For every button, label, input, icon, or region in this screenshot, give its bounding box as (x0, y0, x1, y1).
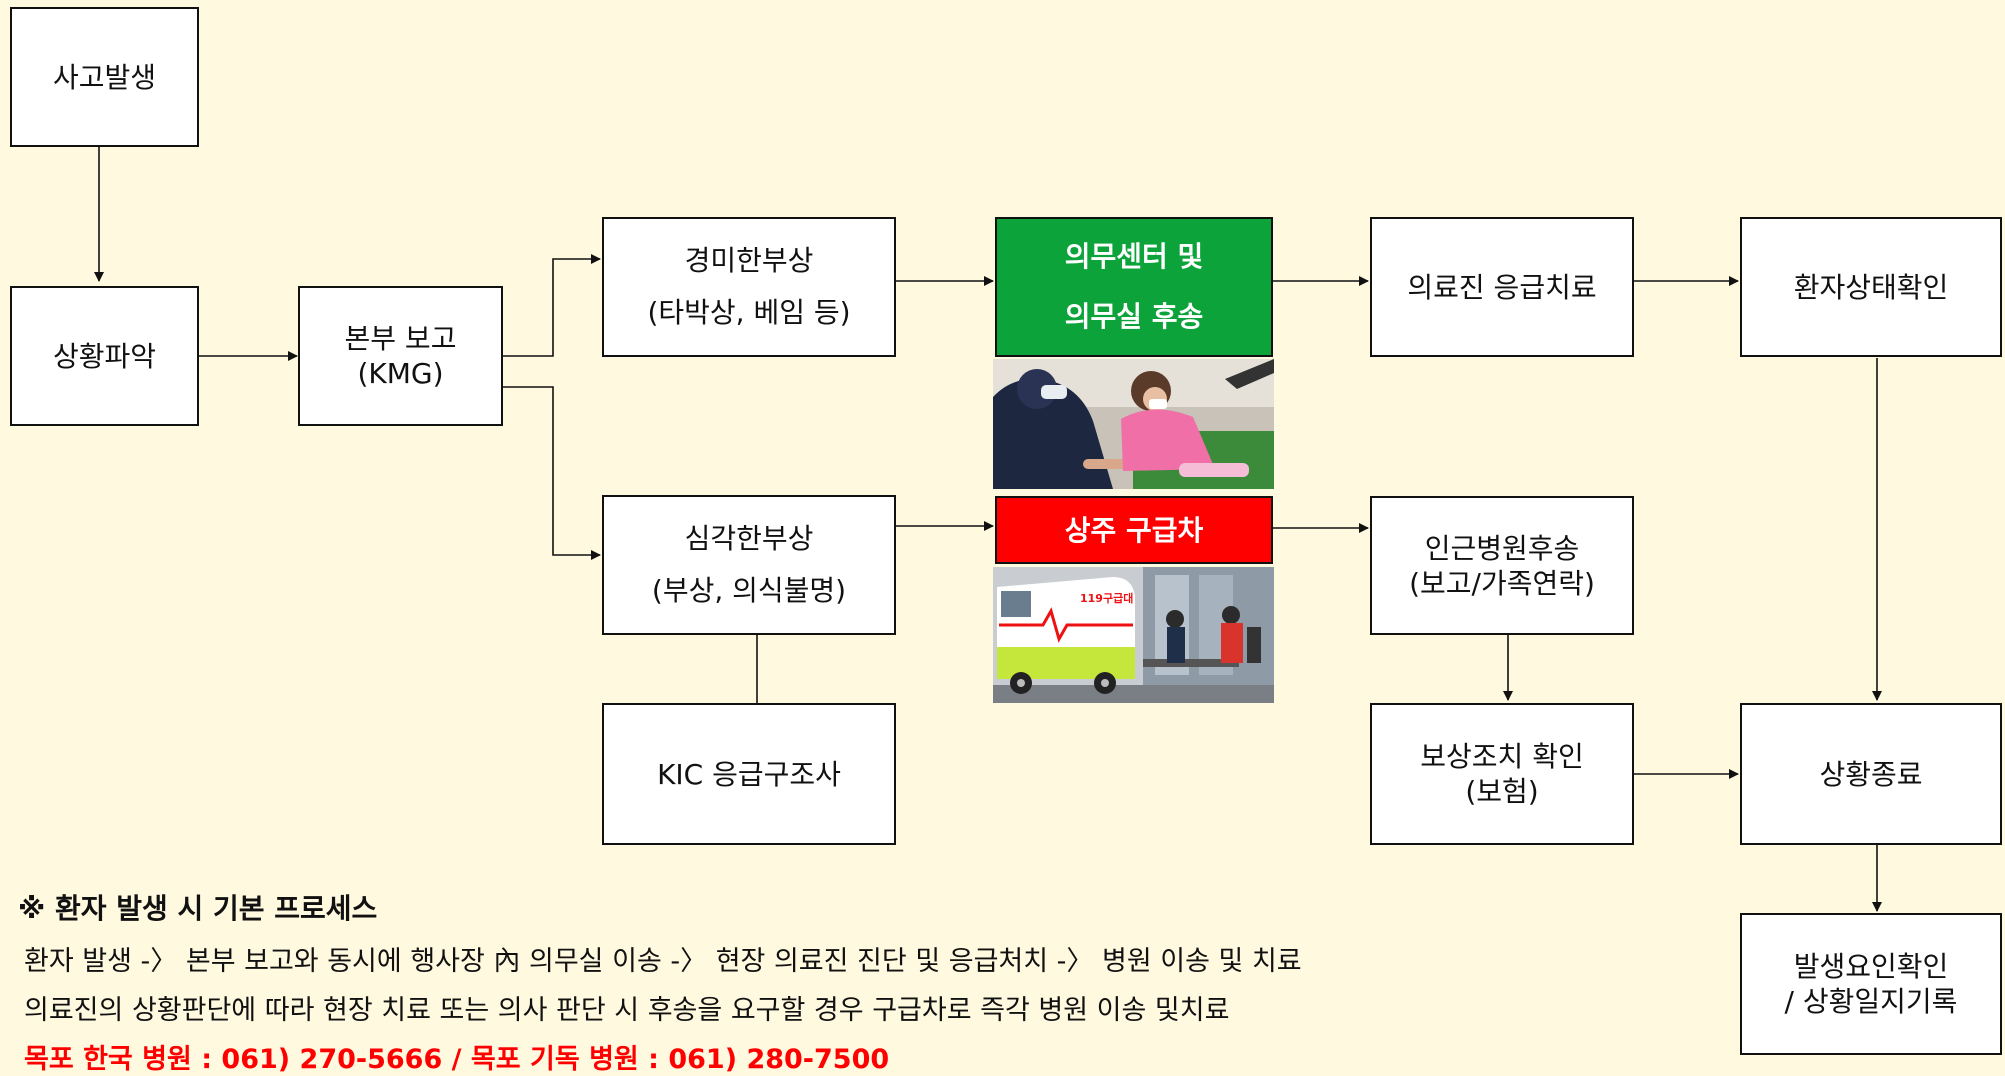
node-record-label-1: 발생요인확인 (1793, 950, 1949, 983)
node-assess: 상황파악 (10, 286, 199, 426)
node-kic-label: KIC 응급구조사 (657, 757, 841, 791)
node-report: 본부 보고 (KMG) (298, 286, 503, 426)
node-medical-treatment: 의료진 응급치료 (1370, 217, 1634, 357)
arrow-report-to-minor (503, 254, 601, 357)
hospital-contacts: 목포 한국 병원 : 061) 270-5666 / 목포 기독 병원 : 06… (24, 1044, 890, 1075)
node-hospital-label-1: 인근병원후송 (1424, 531, 1580, 565)
node-medical-center: 의무센터 및 의무실 후송 (995, 217, 1273, 357)
node-compensation-label-2: (보험) (1465, 775, 1539, 808)
node-minor-injury-label-1: 경미한부상 (684, 244, 814, 278)
node-medical-treatment-label: 의료진 응급치료 (1407, 270, 1597, 304)
node-ambulance-label: 상주 구급차 (1064, 513, 1204, 547)
node-minor-injury: 경미한부상 (타박상, 베임 등) (602, 217, 896, 357)
node-compensation: 보상조치 확인 (보험) (1370, 703, 1634, 845)
notes-heading: ※ 환자 발생 시 기본 프로세스 (18, 892, 378, 925)
node-hospital-label-2: (보고/가족연락) (1409, 566, 1595, 600)
medical-treatment-illustration (993, 359, 1274, 489)
node-patient-check: 환자상태확인 (1740, 217, 2002, 357)
arrow-report-to-serious (503, 386, 601, 560)
node-report-label-2: (KMG) (357, 357, 444, 390)
node-report-label-1: 본부 보고 (344, 322, 457, 355)
node-ambulance: 상주 구급차 (995, 496, 1273, 564)
ambulance-logo: 119구급대 (1080, 591, 1133, 605)
node-record-label-2: / 상황일지기록 (1784, 985, 1958, 1018)
process-notes: ※ 환자 발생 시 기본 프로세스 환자 발생 -〉 본부 보고와 동시에 행사… (16, 887, 1516, 1076)
node-patient-check-label: 환자상태확인 (1793, 270, 1949, 304)
node-record: 발생요인확인 / 상황일지기록 (1740, 913, 2002, 1055)
medical-treatment-photo (993, 359, 1274, 489)
node-serious-injury: 심각한부상 (부상, 의식불명) (602, 495, 896, 635)
node-end-label: 상황종료 (1819, 757, 1923, 791)
node-medical-center-label-1: 의무센터 및 (1064, 239, 1204, 273)
node-minor-injury-label-2: (타박상, 베임 등) (647, 296, 851, 329)
node-serious-injury-label-2: (부상, 의식불명) (651, 574, 847, 607)
node-compensation-label-1: 보상조치 확인 (1420, 740, 1584, 773)
notes-line-2: 의료진의 상황판단에 따라 현장 치료 또는 의사 판단 시 후송을 요구할 경… (24, 995, 1230, 1026)
node-end: 상황종료 (1740, 703, 2002, 845)
node-hospital: 인근병원후송 (보고/가족연락) (1370, 496, 1634, 635)
ambulance-illustration: 119구급대 (993, 567, 1274, 703)
node-medical-center-label-2: 의무실 후송 (1064, 300, 1204, 333)
ambulance-photo: 119구급대 (993, 567, 1274, 703)
node-accident-label: 사고발생 (52, 60, 157, 94)
notes-line-1: 환자 발생 -〉 본부 보고와 동시에 행사장 內 의무실 이송 -〉 현장 의… (24, 946, 1302, 977)
node-assess-label: 상황파악 (52, 339, 157, 373)
node-kic: KIC 응급구조사 (602, 703, 896, 845)
flow-connectors (94, 145, 1882, 912)
node-serious-injury-label-1: 심각한부상 (684, 522, 814, 556)
node-accident: 사고발생 (10, 7, 199, 147)
